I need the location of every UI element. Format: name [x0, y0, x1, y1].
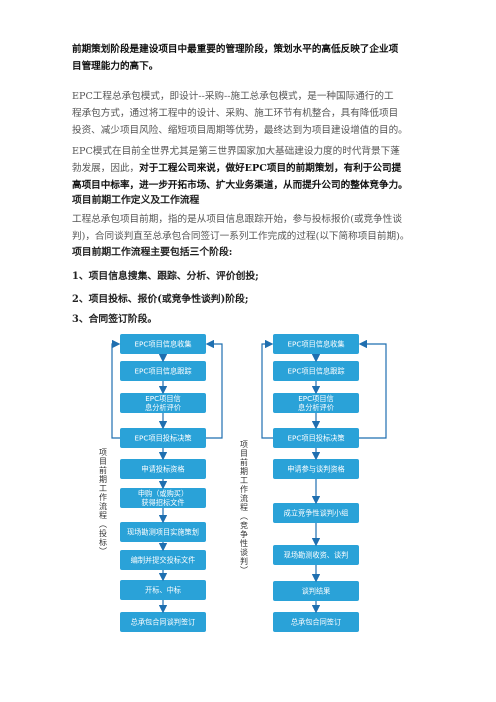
flow-box-label: 总承包合同谈判签订: [131, 618, 196, 627]
flow-box: [273, 545, 359, 565]
flow-box-label: 谈判结果: [302, 587, 331, 596]
flow-box-label: 申请投标资格: [141, 465, 185, 474]
flow-box: [120, 361, 206, 381]
para3-line-1: 工程总承包项目前期，指的是从项目信息跟踪开始，参与投标报价(或竞争性谈: [72, 214, 402, 225]
flow-box: [120, 488, 206, 508]
intro-line-1: 前期策划阶段是建设项目中最重要的管理阶段，策划水平的高低反映了企业项: [72, 44, 399, 55]
flow-loop-arrow: [205, 339, 223, 439]
flow-box: [273, 612, 359, 632]
flow-box: [273, 393, 359, 413]
flow-box-label: EPC项目信: [145, 394, 180, 403]
flow-box-label: 现场勘测项目实施策划: [127, 528, 199, 537]
flow-box: [273, 428, 359, 448]
para2-line-1: EPC模式在目前全世界尤其是第三世界国家加大基础建设力度的时代背景下蓬: [72, 146, 400, 157]
heading-stages: 项目前期工作流程主要包括三个阶段:: [72, 247, 233, 258]
flow-box: [273, 361, 359, 381]
flow-box-label: 息分析评价: [145, 403, 181, 412]
flow-box-label: 总承包合同签订: [291, 618, 341, 627]
flow-box: [273, 581, 359, 601]
flow-box: [273, 334, 359, 354]
flow-box-label: EPC项目信息跟踪: [287, 367, 344, 376]
flow-box-label: EPC项目信息收集: [287, 340, 344, 349]
stage-2: 2、项目投标、报价(或竞争性谈判)阶段;: [72, 294, 249, 305]
paragraph-definition: 工程总承包项目前期，指的是从项目信息跟踪开始，参与投标报价(或竞争性谈 判)，合…: [72, 211, 432, 245]
flow-loop-arrow: [358, 339, 387, 439]
stage-1: 1、项目信息搜集、跟踪、分析、评价创投;: [72, 271, 259, 282]
paragraph-epc-development: EPC模式在目前全世界尤其是第三世界国家加大基础建设力度的时代背景下蓬 勃发展，…: [72, 143, 432, 194]
flow-box: [120, 612, 206, 632]
flow-box-label: EPC项目信息收集: [134, 340, 191, 349]
flow-box-label: 开标、中标: [145, 586, 181, 595]
flow-box: [120, 428, 206, 448]
intro-line-2: 目管理能力的高下。: [72, 61, 159, 72]
flow-box-label: 编制并提交投标文件: [131, 556, 196, 565]
flow-box: [120, 334, 206, 354]
para2-line-2a: 勃发展，因此，: [72, 163, 140, 174]
flow-side-arrow: [111, 339, 121, 439]
para1-line-1: EPC工程总承包模式，即设计--采购--施工总承包模式，是一种国际通行的工: [72, 91, 394, 102]
flow-box-label: 现场勘测收资、谈判: [284, 551, 349, 560]
flow-box-label: EPC项目信: [298, 394, 333, 403]
flow-box: [120, 580, 206, 600]
flow-box-label: 成立竞争性谈判小组: [284, 509, 349, 518]
para3-line-2: 判)，合同谈判直至总承包合同签订一系列工作完成的过程(以下简称项目前期)。: [72, 231, 410, 242]
flow-box-label: 申请参与谈判资格: [287, 465, 345, 474]
heading-definition: 项目前期工作定义及工作流程: [72, 195, 200, 206]
para2-line-3: 高项目中标率，进一步开拓市场、扩大业务渠道，从而提升公司的整体竞争力。: [72, 180, 408, 191]
flow-box-label: 息分析评价: [298, 403, 334, 412]
flow-box-label: EPC项目投标决策: [287, 434, 344, 443]
para1-line-2: 程承包方式，通过将工程中的设计、采购、施工环节有机整合，具有降低项目: [72, 108, 399, 119]
flow-box: [273, 503, 359, 523]
flow-box: [120, 522, 206, 542]
intro-bold: 前期策划阶段是建设项目中最重要的管理阶段，策划水平的高低反映了企业项 目管理能力…: [72, 41, 432, 75]
flow-box: [120, 459, 206, 479]
flow-box-label: EPC项目信息跟踪: [134, 367, 191, 376]
para1-line-3: 投资、减少项目风险、缩短项目周期等优势，最终达到为项目建设增值的目的。: [72, 125, 408, 136]
flow-box-label: EPC项目投标决策: [134, 434, 191, 443]
flow-box-label: 申购（或购买）: [138, 489, 188, 498]
stage-3: 3、合同签订阶段。: [72, 314, 158, 325]
para2-line-2b: 对于工程公司来说，做好EPC项目的前期策划，有利于公司提: [139, 163, 402, 174]
flow-side-arrow: [261, 339, 274, 439]
paragraph-epc-mode: EPC工程总承包模式，即设计--采购--施工总承包模式，是一种国际通行的工 程承…: [72, 88, 432, 139]
flow-box: [273, 459, 359, 479]
flow-box: [120, 550, 206, 570]
right-side-label: 项目前期工作流程（竞争性谈判）: [240, 440, 249, 575]
left-side-label: 项目前期工作流程（投标）: [99, 448, 108, 556]
flow-box: [120, 393, 206, 413]
flow-box-label: 获得招标文件: [141, 498, 184, 507]
